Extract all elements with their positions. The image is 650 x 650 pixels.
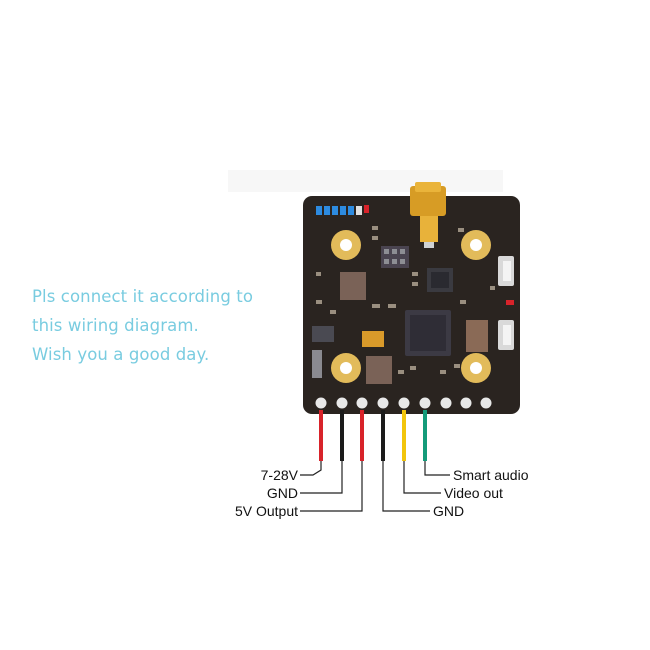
led-row <box>316 205 369 215</box>
diode <box>312 326 334 342</box>
pcb <box>303 196 520 414</box>
label-5v-output: 5V Output <box>235 503 298 519</box>
small-chip <box>312 350 322 378</box>
smd-components <box>316 226 495 374</box>
label-7-28v: 7-28V <box>261 467 299 483</box>
label-gnd-left: GND <box>267 485 298 501</box>
note-line-1: Pls connect it according to <box>32 287 254 306</box>
pin-header <box>315 397 492 409</box>
mounting-hole <box>331 230 361 260</box>
inductor <box>366 356 392 384</box>
mounting-hole <box>461 353 491 383</box>
status-led <box>506 300 514 305</box>
mounting-hole <box>461 230 491 260</box>
note-line-3: Wish you a good day. <box>32 345 210 364</box>
wires <box>319 410 427 461</box>
vtx-board <box>303 182 520 414</box>
label-smart-audio: Smart audio <box>453 467 529 483</box>
capacitor <box>466 320 488 352</box>
antenna-connector <box>410 182 446 248</box>
note-line-2: this wiring diagram. <box>32 316 199 335</box>
label-gnd-right: GND <box>433 503 464 519</box>
wiring-instruction-note: Pls connect it according to this wiring … <box>32 282 292 369</box>
inductor <box>340 272 366 300</box>
background-strip <box>228 170 503 192</box>
mounting-hole <box>331 353 361 383</box>
leader-lines <box>300 461 450 512</box>
label-video-out: Video out <box>444 485 503 501</box>
tantalum-cap <box>362 331 384 347</box>
